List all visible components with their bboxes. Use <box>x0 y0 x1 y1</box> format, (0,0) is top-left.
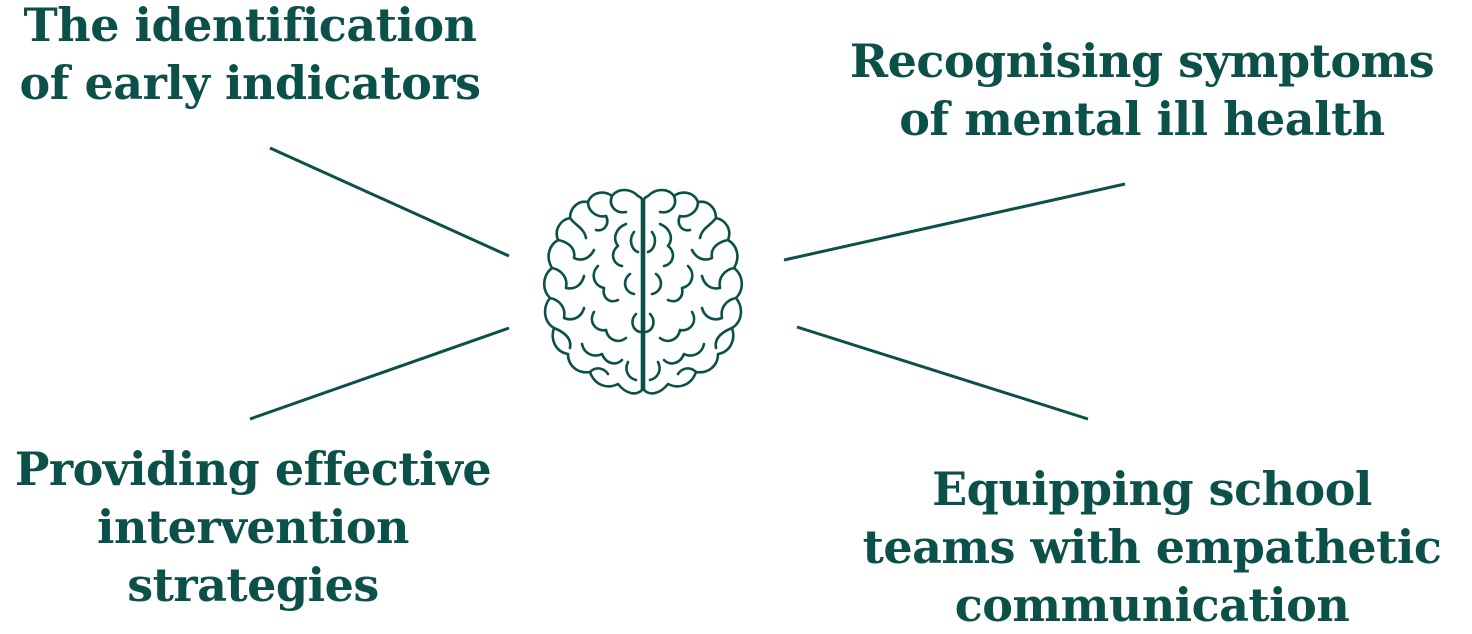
connector-bottom-right <box>796 325 1089 421</box>
label-line: strategies <box>127 558 379 612</box>
connector-top-left <box>269 146 510 258</box>
connector-top-right <box>783 182 1126 262</box>
label-line: teams with empathetic <box>862 520 1442 574</box>
label-line: communication <box>954 578 1350 632</box>
label-early-indicators: The identification of early indicators <box>0 0 500 112</box>
brain-icon <box>542 188 744 395</box>
connector-bottom-left <box>249 326 510 421</box>
label-empathetic-communication: Equipping school teams with empathetic c… <box>846 460 1458 634</box>
label-line: Providing effective <box>14 442 492 496</box>
label-line: Equipping school <box>932 462 1372 516</box>
label-line: intervention <box>97 500 409 554</box>
label-intervention-strategies: Providing effective intervention strateg… <box>0 440 506 614</box>
label-line: of early indicators <box>19 56 481 110</box>
label-line: The identification <box>23 0 477 52</box>
label-line: of mental ill health <box>899 92 1385 146</box>
label-line: Recognising symptoms <box>849 34 1435 88</box>
label-recognising-symptoms: Recognising symptoms of mental ill healt… <box>836 32 1448 148</box>
